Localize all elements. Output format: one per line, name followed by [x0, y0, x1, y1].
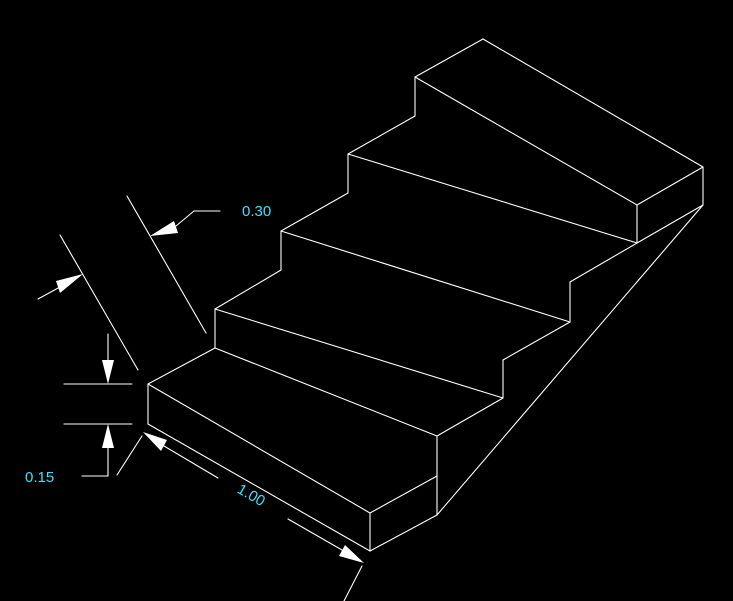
- staircase-back-top-edge: [414, 38, 484, 78]
- step-3: [280, 192, 571, 399]
- arrowhead: [143, 432, 167, 451]
- staircase: [147, 38, 704, 552]
- arrowhead: [150, 221, 178, 236]
- leader-line: [175, 210, 195, 227]
- extension-line: [343, 565, 363, 601]
- staircase-back-right-edge: [482, 38, 704, 168]
- staircase-right-side-outline: [369, 166, 704, 552]
- dimension-line: [37, 286, 61, 300]
- staircase-top-right-edge: [636, 166, 704, 206]
- arrowhead: [339, 545, 364, 563]
- arrowhead: [56, 274, 83, 293]
- dimension-line: [287, 518, 343, 551]
- step-1: [147, 347, 438, 552]
- step-4: [347, 115, 638, 323]
- dimension-stair-width: 1.00: [116, 432, 364, 601]
- step-5: [414, 76, 704, 244]
- stair-width-label: 1.00: [234, 481, 268, 510]
- dimension-line: [163, 445, 219, 479]
- tread-depth-label: 0.30: [242, 203, 271, 220]
- arrowhead: [102, 360, 114, 384]
- extension-line: [126, 195, 207, 334]
- arrowhead: [102, 424, 114, 448]
- dimension-riser-height: 0.15: [25, 333, 133, 486]
- riser-height-label: 0.15: [25, 469, 54, 486]
- extension-line: [116, 435, 143, 476]
- step-2: [214, 269, 504, 477]
- dimension-tread-depth: 0.30: [37, 195, 271, 371]
- extension-line: [59, 234, 139, 371]
